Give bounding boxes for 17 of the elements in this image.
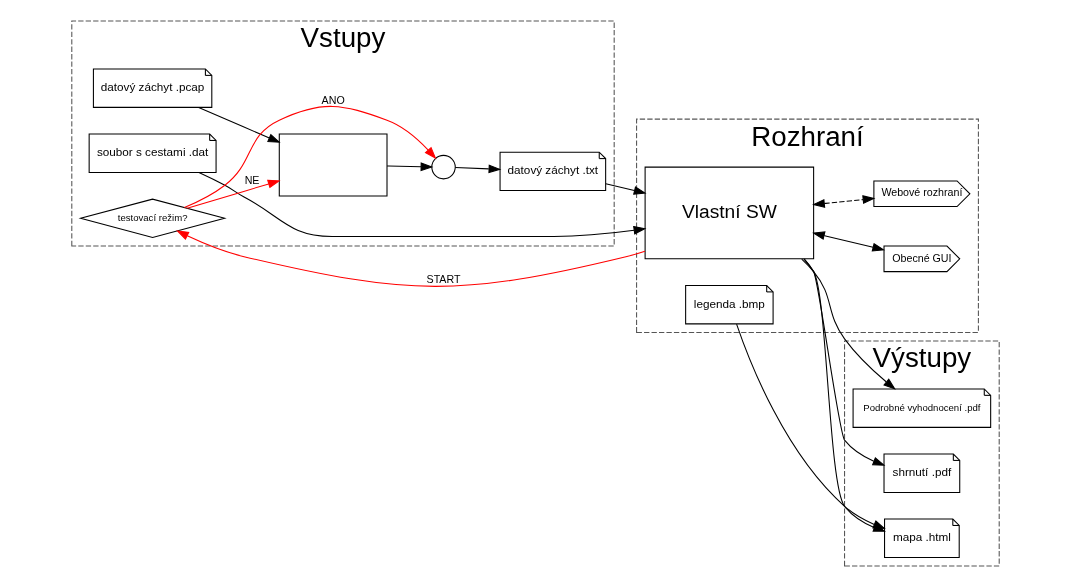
- edge-label: NE: [244, 174, 259, 187]
- arrow: [811, 231, 885, 252]
- arrow: [386, 162, 433, 172]
- arrow: [802, 258, 885, 466]
- arrow: [454, 164, 501, 174]
- arrow: [800, 258, 896, 390]
- arrow: [604, 183, 647, 195]
- arrow: [175, 230, 645, 287]
- edge-label: START: [426, 273, 461, 286]
- edge-label: ANO: [321, 94, 345, 107]
- arrow: [186, 179, 281, 209]
- arrow: [811, 195, 875, 208]
- arrow: [197, 172, 646, 237]
- node-circle: [430, 154, 456, 180]
- node-box: Vlastní SW: [644, 166, 814, 260]
- node-box: [278, 133, 388, 197]
- arrow: [183, 105, 436, 209]
